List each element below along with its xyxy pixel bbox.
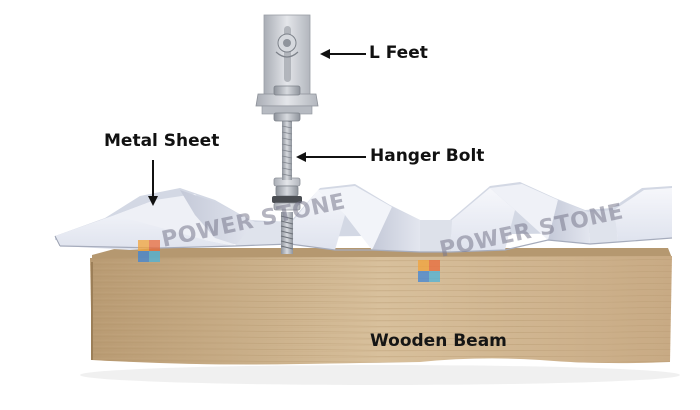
metal-sheet	[54, 182, 673, 253]
wooden-beam-label: Wooden Beam	[370, 331, 507, 351]
power-stone-logo-icon	[138, 240, 160, 262]
wooden-beam	[90, 256, 672, 365]
hanger-bolt	[272, 112, 302, 254]
l-feet-label: L Feet	[369, 43, 428, 63]
l-feet	[255, 14, 319, 122]
metal-sheet-label: Metal Sheet	[104, 131, 220, 151]
power-stone-logo-icon	[418, 260, 440, 282]
hanger-bolt-label: Hanger Bolt	[370, 146, 485, 166]
